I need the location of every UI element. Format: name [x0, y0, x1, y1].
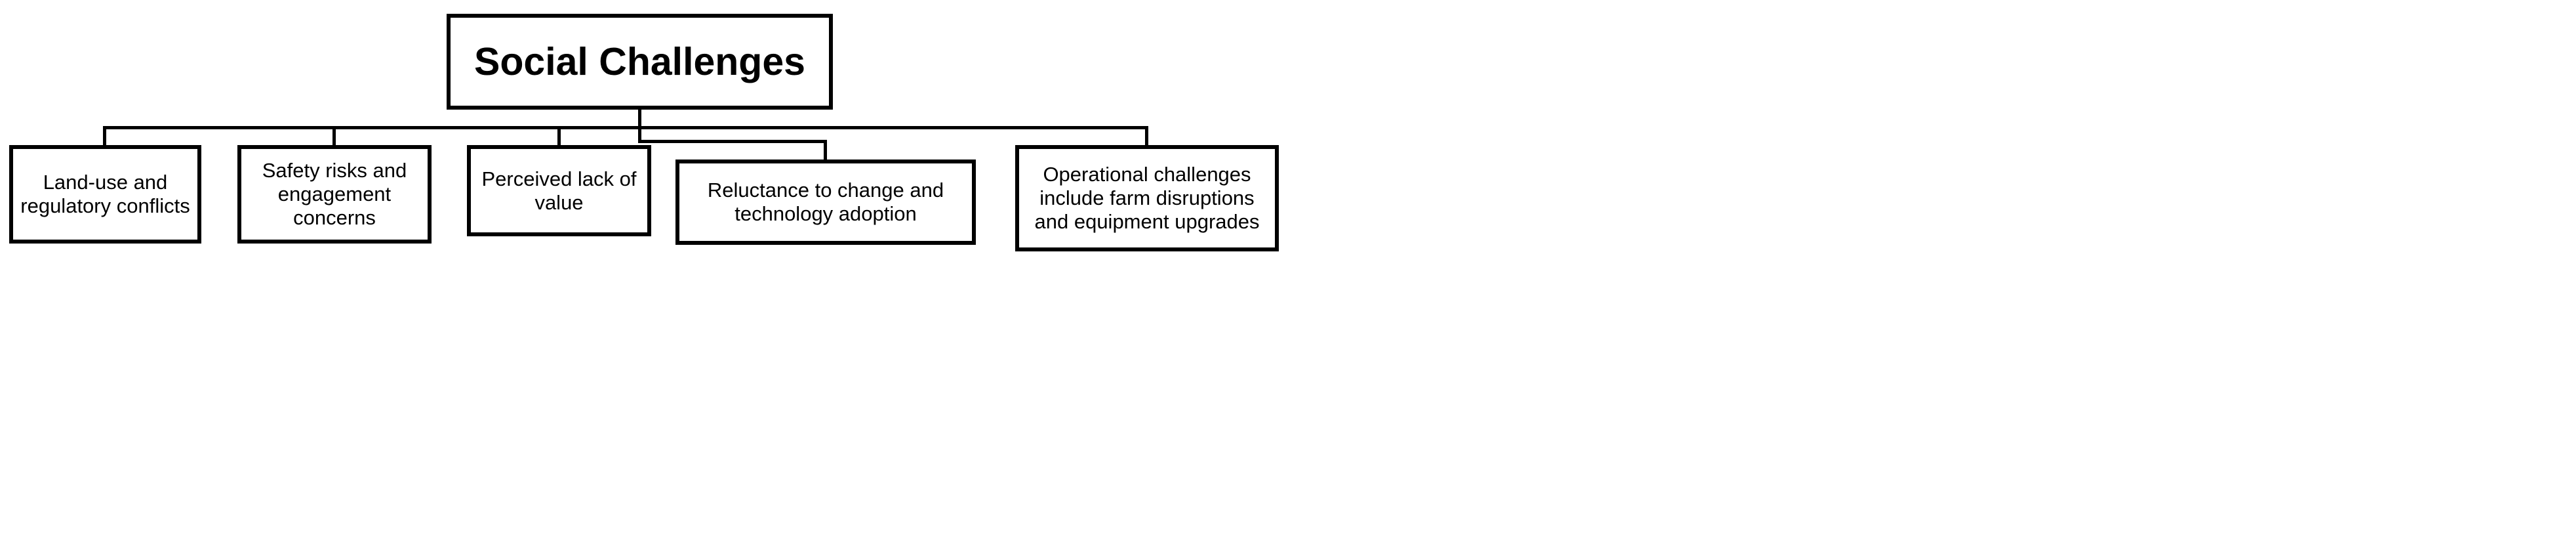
connector-root-stem — [638, 109, 641, 143]
connector-drop-operational — [1145, 126, 1148, 145]
connector-drop-safety-risks — [332, 126, 336, 145]
connector-drop-reluctance — [824, 140, 827, 160]
connector-main-line — [103, 126, 1148, 129]
connector-drop-perceived-lack — [557, 126, 561, 145]
root-node-social-challenges: Social Challenges — [447, 14, 833, 110]
connector-drop-land-use — [103, 126, 106, 145]
connector-jog-reluctance — [638, 140, 827, 143]
